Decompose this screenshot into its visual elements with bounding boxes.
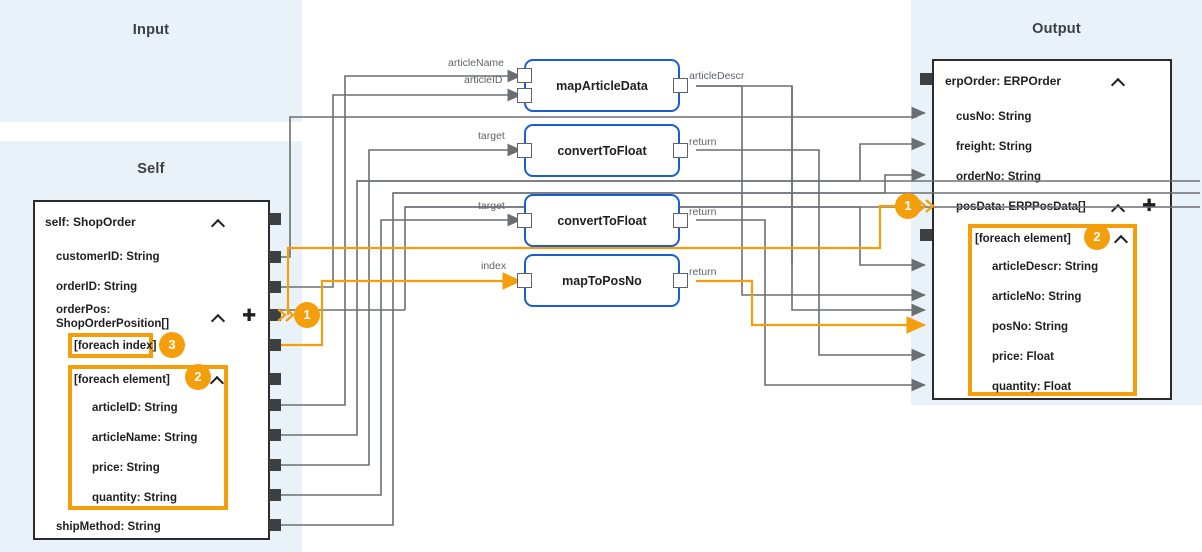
label-return-3: return [689,266,717,278]
self-field-orderpos[interactable]: orderPos: [56,304,111,316]
badge-self-1: 1 [294,302,320,328]
function-node-label: convertToFloat [557,213,647,228]
label-target-1: target [478,130,505,142]
label-index: index [481,260,507,272]
self-field-price[interactable]: price: String [92,462,160,474]
self-port-orderid[interactable] [269,281,281,293]
port-maparticledata-in-articlename[interactable] [517,68,532,83]
output-foreach-element-label[interactable]: [foreach element] [975,233,1071,245]
self-field-orderid[interactable]: orderID: String [56,281,138,293]
self-port-root[interactable] [269,213,281,225]
self-field-customerid[interactable]: customerID: String [56,251,160,263]
self-field-articleid[interactable]: articleID: String [92,402,178,414]
output-posdata-add-icon[interactable]: ✚ [1142,196,1157,215]
self-foreach-index-label[interactable]: [foreach index] [74,340,157,352]
self-foreach-element-highlight [68,365,228,510]
function-node-maparticledata[interactable]: mapArticleData [524,59,680,112]
output-root-label: erpOrder: ERPOrder [945,74,1062,88]
port-maparticledata-in-articleid[interactable] [517,88,532,103]
label-articledescr: articleDescr [689,70,745,82]
self-foreach-element-label[interactable]: [foreach element] [74,374,170,386]
label-articlename: articleName [448,57,505,69]
output-field-freight[interactable]: freight: String [956,141,1033,153]
badge-output-2: 2 [1084,224,1110,250]
function-node-label: convertToFloat [557,143,647,158]
self-port-articleid[interactable] [269,399,281,411]
region-input: Input [0,0,302,122]
function-node-converttofloat-1[interactable]: convertToFloat [524,124,680,177]
label-articleid: articleID [464,74,503,86]
output-field-cusno[interactable]: cusNo: String [956,111,1032,123]
self-field-articlename[interactable]: articleName: String [92,432,198,444]
region-output-title: Output [1032,21,1081,37]
function-node-converttofloat-2[interactable]: convertToFloat [524,194,680,247]
port-maptoposno-in-index[interactable] [517,273,532,288]
output-field-articledescr[interactable]: articleDescr: String [992,261,1099,273]
output-field-posno[interactable]: posNo: String [992,321,1069,333]
output-field-price[interactable]: price: Float [992,351,1054,363]
self-port-shipmethod[interactable] [269,519,281,531]
port-maparticledata-out-articledescr[interactable] [673,78,688,93]
port-converttofloat-2-out-return[interactable] [673,213,688,228]
badge-self-2: 2 [185,364,211,390]
self-port-foreach-index[interactable] [269,339,281,351]
self-port-price[interactable] [269,459,281,471]
self-port-foreach-element[interactable] [269,373,281,385]
output-schema-box: erpOrder: ERPOrder cusNo: String freight… [932,59,1172,400]
label-return-1: return [689,136,717,148]
port-converttofloat-1-out-return[interactable] [673,143,688,158]
region-input-title: Input [132,22,170,38]
output-port-root[interactable] [920,73,932,85]
port-converttofloat-2-in-target[interactable] [517,213,532,228]
self-schema-box: self: ShopOrder customerID: String order… [33,200,270,540]
self-foreach-index-highlight [68,333,153,358]
self-root-label: self: ShopOrder [45,215,136,229]
badge-self-3: 3 [159,332,185,358]
label-target-2: target [478,200,505,212]
output-port-foreach-element[interactable] [920,229,932,241]
region-self-title: Self [137,161,165,177]
function-node-label: mapToPosNo [562,273,642,288]
port-maptoposno-out-return[interactable] [673,273,688,288]
self-orderpos-add-icon[interactable]: ✚ [242,306,257,325]
self-port-quantity[interactable] [269,489,281,501]
label-return-2: return [689,206,717,218]
port-converttofloat-1-in-target[interactable] [517,143,532,158]
function-node-maptoposno[interactable]: mapToPosNo [524,254,680,307]
output-field-articleno[interactable]: articleNo: String [992,291,1082,303]
self-field-quantity[interactable]: quantity: String [92,492,177,504]
self-field-shipmethod[interactable]: shipMethod: String [56,521,161,533]
self-port-orderpos[interactable] [269,309,281,321]
self-field-orderpos-type: ShopOrderPosition[] [56,318,170,330]
output-field-quantity[interactable]: quantity: Float [992,381,1072,393]
output-foreach-element-highlight [968,224,1137,396]
self-port-articlename[interactable] [269,429,281,441]
function-node-label: mapArticleData [556,78,648,93]
output-field-orderno[interactable]: orderNo: String [956,171,1041,183]
self-port-customerid[interactable] [269,251,281,263]
badge-output-1: 1 [895,193,921,219]
